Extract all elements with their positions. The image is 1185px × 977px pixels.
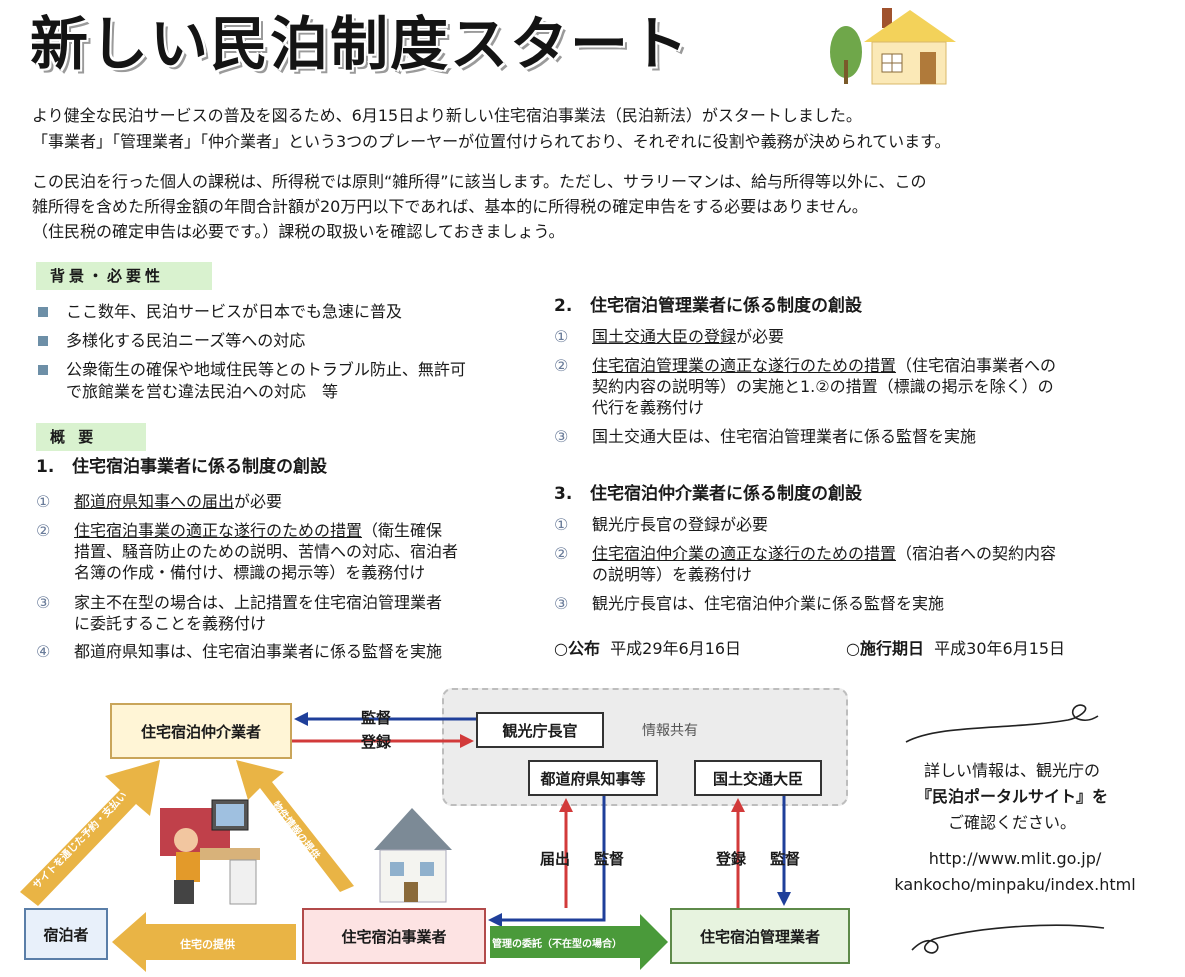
diagram-arrows [20,712,791,972]
notification-arrowhead [559,798,573,812]
portal-url[interactable]: http://www.mlit.go.jp/ kankocho/minpaku/… [894,849,1136,894]
intro-line-5: （住民税の確定申告は必要です。）課税の取扱いを確認しておきましょう。 [32,222,565,241]
overview-tag: 概 要 [36,423,146,451]
section-1-heading: 1.住宅宿泊事業者に係る制度の創設 [36,457,327,477]
intro-line-4: 雑所得を含めた所得金額の年間合計額が20万円以下であれば、基本的に所得税の確定申… [32,197,868,216]
bullet-square-icon [38,336,48,346]
decorative-squiggle-bottom [911,924,1105,954]
section-3-heading: 3.住宅宿泊仲介業者に係る制度の創設 [554,484,862,504]
kanko-box: 観光庁長官 [476,712,604,748]
mlit-supervise-arrowhead [777,892,791,906]
section-2-item-3: ③ 国土交通大臣は、住宅宿泊管理業者に係る監督を実施 [554,427,977,446]
decorative-squiggle-top [905,704,1099,743]
section-1-item-4: ④ 都道府県知事は、住宅宿泊事業者に係る監督を実施 [36,642,443,661]
notification-label: 届出 [540,850,571,868]
prefecture-box: 都道府県知事等 [528,760,658,796]
operator-box: 住宅宿泊事業者 [302,908,486,964]
housing-label: 住宅の提供 [180,938,235,951]
house-icon [830,8,956,85]
bullet-square-icon [38,365,48,375]
section-2-item-1: ① 国土交通大臣の登録が必要 [554,327,785,346]
background-bullet: 公衆衛生の確保や地域住民等とのトラブル防止、無許可 で旅館業を営む違法民泊への対… [38,359,518,403]
background-bullet: 多様化する民泊ニーズ等への対応 [38,330,508,352]
section-1-item-1: ① 都道府県知事への届出が必要 [36,492,283,511]
section-1-item-2: ② 住宅宿泊事業の適正な遂行のための措置（衛生確保 措置、騒音防止のための説明、… [36,521,459,582]
effective-date: ○施行期日 平成30年6月15日 [846,639,1066,658]
prefecture-supervise-arrow [500,796,606,922]
background-bullet: ここ数年、民泊サービスが日本でも急速に普及 [38,301,508,323]
broker-box: 住宅宿泊仲介業者 [110,703,292,759]
reservation-arrow [20,760,160,906]
intro-line-2: 「事業者」「管理業者」「仲介業者」という3つのプレーヤーが位置付けられており、そ… [32,132,951,151]
supervise-label: 監督 [361,709,392,727]
bullet-square-icon [38,307,48,317]
register-label: 登録 [361,733,392,751]
mlit-box: 国土交通大臣 [694,760,822,796]
info-note: 詳しい情報は、観光庁の 『民泊ポータルサイト』を ご確認ください。 [915,761,1108,832]
section-3-item-3: ③ 観光庁長官は、住宅宿泊仲介業に係る監督を実施 [554,594,945,613]
section-2-heading: 2.住宅宿泊管理業者に係る制度の創設 [554,296,862,316]
info-sharing-label: 情報共有 [642,723,698,739]
promulgation-date: ○公布 平成29年6月16日 [554,639,742,658]
intro-line-1: より健全な民泊サービスの普及を図るため、6月15日より新しい住宅宿泊事業法（民泊… [32,106,862,125]
property-info-arrow [236,760,354,892]
page-title: 新しい民泊制度スタート [30,10,691,78]
background-tag: 背景・必要性 [36,262,212,290]
guest-box: 宿泊者 [24,908,108,960]
residence-icon [374,808,452,903]
section-3-item-1: ① 観光庁長官の登録が必要 [554,515,769,534]
consign-label: 管理の委託（不在型の場合） [492,939,622,950]
manager-register-label: 登録 [716,850,747,868]
intro-line-3: この民泊を行った個人の課税は、所得税では原則“雑所得”に該当します。ただし、サラ… [32,172,927,191]
section-3-item-2: ② 住宅宿泊仲介業の適正な遂行のための措置（宿泊者への契約内容 の説明等）を義務… [554,544,1057,584]
prefecture-supervise-arrowhead [488,913,502,927]
manager-box: 住宅宿泊管理業者 [670,908,850,964]
supervise-arrowhead [294,712,308,726]
mlit-supervise-label: 監督 [770,850,801,868]
section-1-item-3: ③ 家主不在型の場合は、上記措置を住宅宿泊管理業者 に委託することを義務付け [36,593,443,633]
consign-arrow [490,914,668,970]
prefecture-supervise-label: 監督 [594,850,625,868]
person-at-desk-icon [160,799,260,905]
section-2-item-2: ② 住宅宿泊管理業の適正な遂行のための措置（住宅宿泊事業者への 契約内容の説明等… [554,356,1057,417]
housing-arrow [112,912,296,972]
register-arrowhead [460,734,474,748]
manager-register-arrowhead [731,798,745,812]
